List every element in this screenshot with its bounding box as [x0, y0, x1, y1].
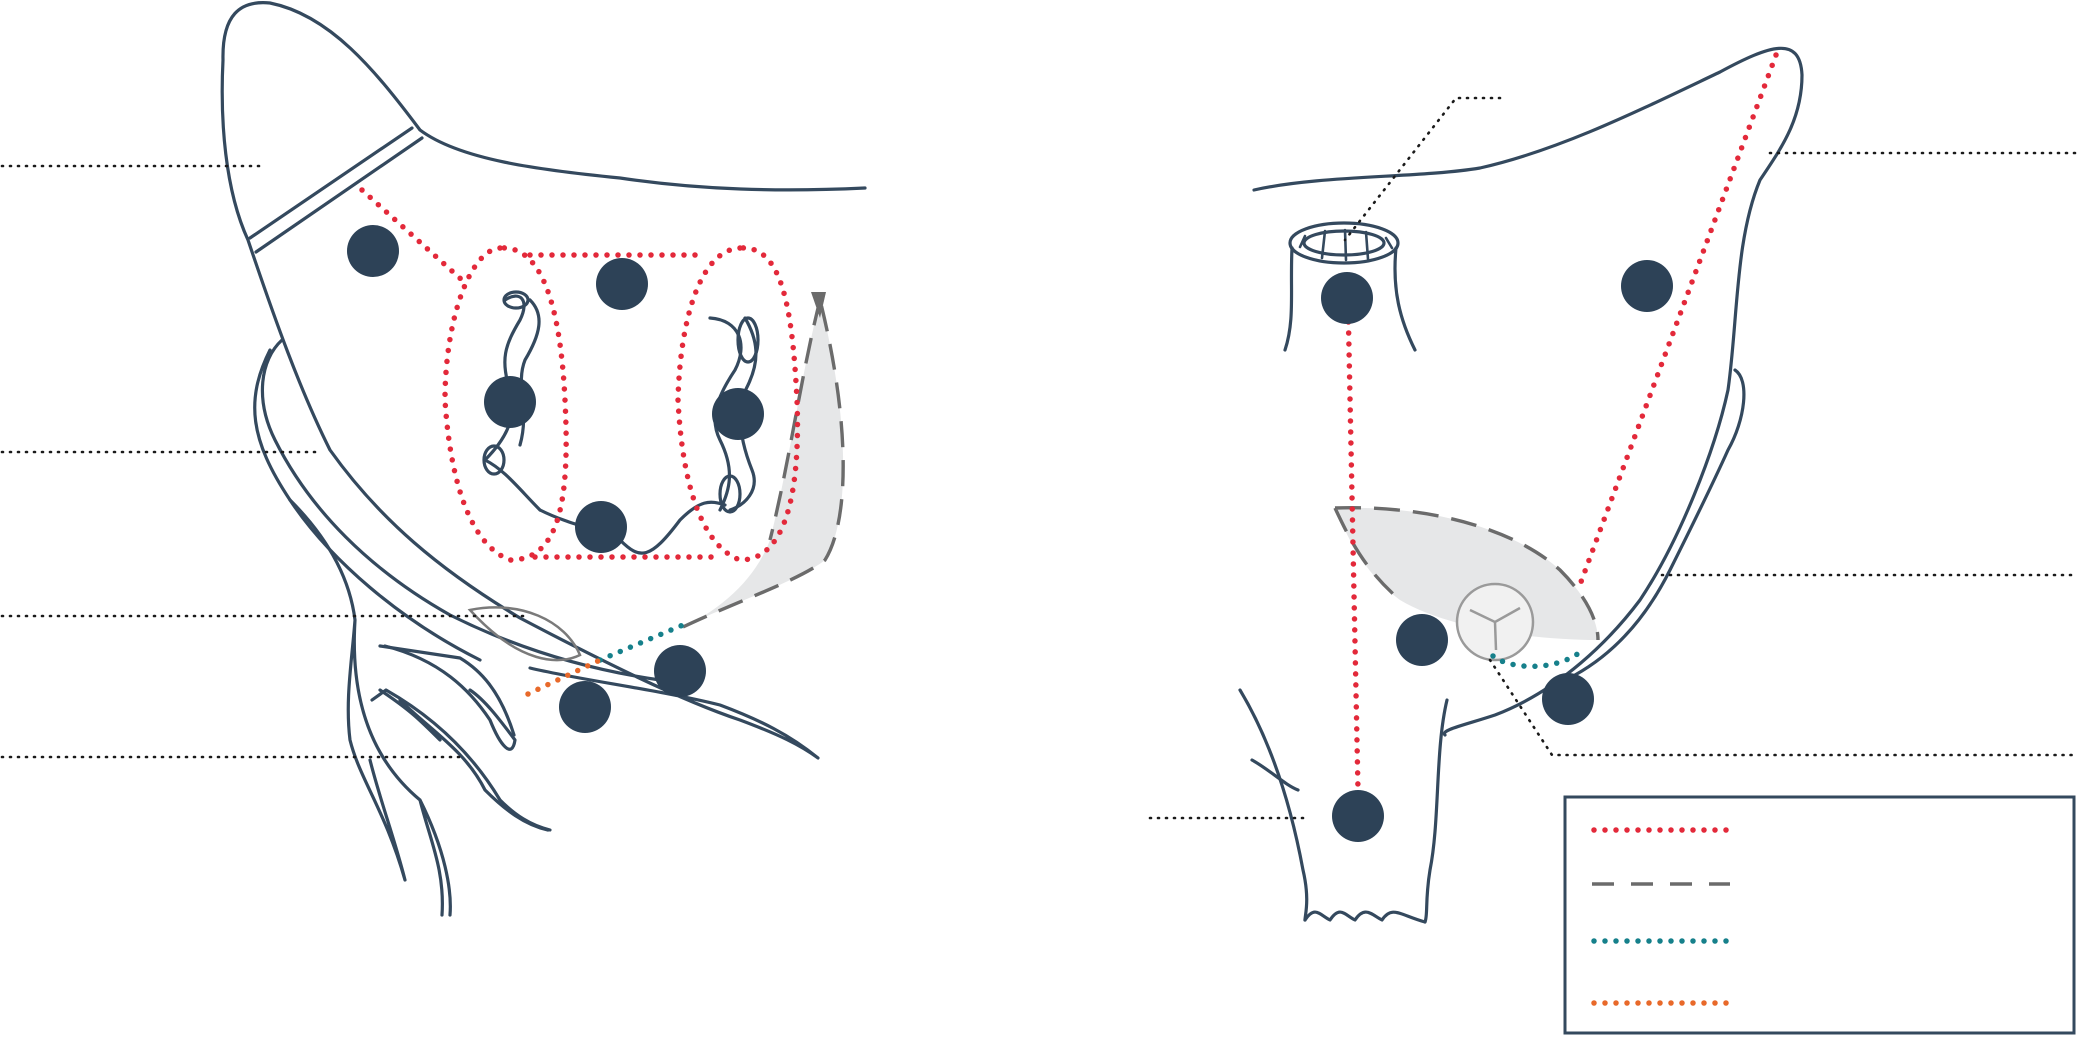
- left-shaded-region: [683, 300, 844, 627]
- left-vessel-branch-a: [378, 644, 516, 737]
- right-teal-dotted-arc: [1490, 645, 1588, 670]
- right-organ-outline: [1252, 46, 1804, 737]
- right-tube-left: [1283, 246, 1294, 352]
- right-trunk-branch: [1250, 758, 1300, 792]
- lymph-node: [1332, 790, 1384, 842]
- left-red-dotted-ellipse-left: [442, 245, 569, 563]
- right-red-dotted-line-vertical: [1345, 297, 1361, 793]
- lymph-node: [484, 376, 536, 428]
- right-leader-line-4: [1488, 658, 2077, 757]
- left-organ-outline: [220, 1, 867, 760]
- right-valve-leaflets: [1469, 606, 1521, 651]
- lymph-node: [712, 388, 764, 440]
- right-trunk-right: [1423, 698, 1449, 924]
- lymph-node: [575, 501, 627, 553]
- right-outer-strip: [1573, 368, 1746, 677]
- right-tube-opening: [1288, 221, 1400, 265]
- right-trunk-left: [1238, 688, 1309, 922]
- left-small-loop: [467, 606, 582, 662]
- lymph-node: [1542, 673, 1594, 725]
- right-view: [1148, 46, 2077, 924]
- left-band-line-1: [248, 126, 414, 240]
- left-shaded-region-border-inner: [768, 299, 822, 541]
- right-shaded-region: [1335, 507, 1598, 640]
- left-red-dotted-line: [359, 187, 465, 283]
- left-shaded-region-border: [682, 299, 845, 629]
- left-red-dotted-ellipse-right: [675, 245, 801, 563]
- lymph-node: [347, 225, 399, 277]
- left-view: [0, 1, 867, 917]
- left-orange-dotted-line: [525, 657, 603, 697]
- lymph-node: [654, 645, 706, 697]
- lymph-node: [1621, 260, 1673, 312]
- legend-box: [1563, 795, 2076, 1035]
- right-tube-right: [1393, 246, 1417, 352]
- right-trunk-bottom: [1303, 910, 1427, 924]
- right-tube-opening-ribs: [1298, 228, 1394, 262]
- right-shaded-region-border: [1333, 506, 1600, 641]
- left-coil-end-bottom: [482, 444, 506, 476]
- left-branching-vessels: [288, 498, 550, 917]
- left-coil-end-top: [502, 290, 530, 310]
- left-coil-end-right-top: [736, 316, 760, 364]
- lymph-node: [596, 258, 648, 310]
- lymph-node: [1396, 614, 1448, 666]
- left-band-line-2: [254, 136, 424, 254]
- lymph-node: [1321, 272, 1373, 324]
- legend: [1563, 795, 2076, 1035]
- left-shaded-region-tip: [811, 292, 826, 318]
- left-coil-end-right-bottom: [718, 474, 742, 514]
- left-vessel-branch-b: [370, 688, 552, 832]
- right-red-dotted-line-diagonal: [1575, 52, 1779, 593]
- lymph-node: [559, 681, 611, 733]
